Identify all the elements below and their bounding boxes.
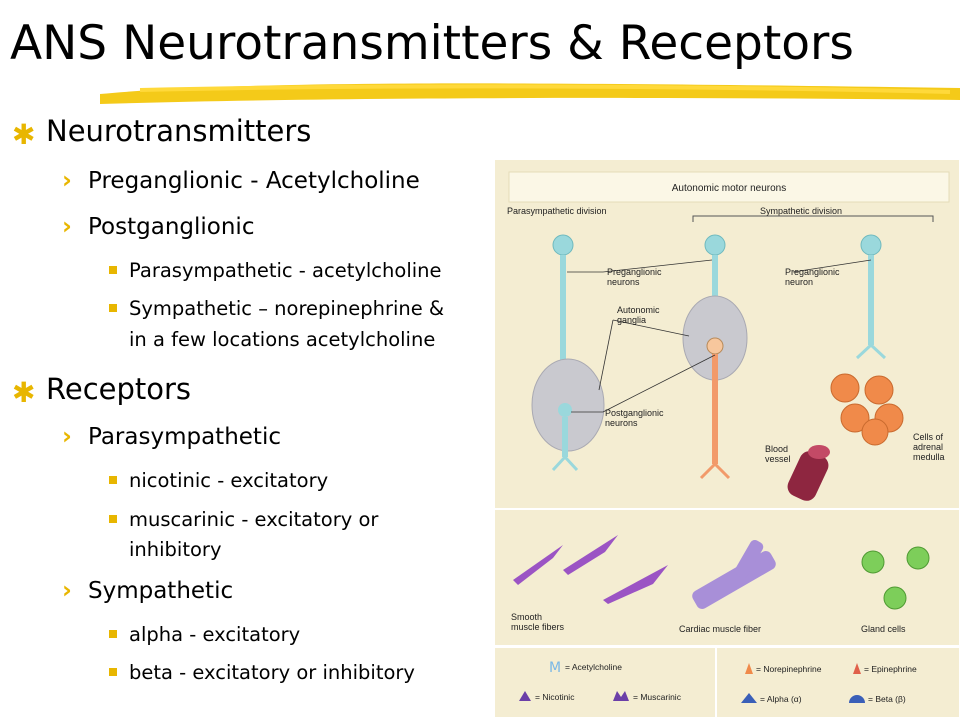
parasympathetic-pathway [531,234,605,472]
adrenal-medulla-label: Cells of adrenal medulla [913,432,946,462]
title-underline-decoration [100,83,960,104]
chevron-bullet-icon: › [62,212,72,240]
cardiac-muscle-label: Cardiac muscle fiber [679,624,761,634]
square-bullet-icon [109,515,117,523]
square-bullet-icon [109,304,117,312]
subitem-nicotinic: nicotinic - excitatory [129,469,329,492]
chevron-bullet-icon: › [62,422,72,450]
legend-muscarinic: = Muscarinic [633,692,682,702]
section-heading-receptors: Receptors [46,372,192,406]
blood-vessel [787,445,830,501]
square-bullet-icon [109,630,117,638]
ans-diagram: Autonomic motor neurons Parasympathetic … [493,160,959,717]
diagram-header: Autonomic motor neurons [672,183,787,194]
legend-beta: = Beta (β) [868,694,906,704]
item-preganglionic: Preganglionic - Acetylcholine [88,168,420,194]
gland-cells-label: Gland cells [861,624,906,634]
asterisk-bullet-icon: ✱ [12,118,36,151]
preganglionic-neuron-label: Preganglionic neuron [785,267,842,287]
subitem-muscarinic-cont: inhibitory [129,538,222,561]
leader-lines [567,259,872,413]
alpha-icon [741,693,757,703]
subitem-muscarinic: muscarinic - excitatory or [129,508,379,531]
gland-cells [861,546,930,610]
panel-border [493,160,495,717]
item-parasympathetic: Parasympathetic [88,424,281,450]
diagram-legend: M = Acetylcholine = Nicotinic = Muscarin… [519,660,917,704]
sympathetic-bracket [692,215,934,222]
chevron-bullet-icon: › [62,166,72,194]
smooth-muscle-fibers [513,535,668,604]
legend-epinephrine: = Epinephrine [864,664,917,674]
panel-divider [493,508,959,510]
beta-icon [849,695,865,703]
legend-nicotinic: = Nicotinic [535,692,575,702]
legend-alpha: = Alpha (α) [760,694,802,704]
acetylcholine-icon: M [549,660,561,676]
legend-acetylcholine: = Acetylcholine [565,662,622,672]
sympathetic-pathway-2 [855,234,887,360]
legend-divider [715,648,717,717]
chevron-bullet-icon: › [62,576,72,604]
sympathetic-pathway-1 [682,234,748,480]
diagram-header-box [508,171,950,203]
preganglionic-neurons-label: Preganglionic neurons [607,267,664,287]
item-sympathetic: Sympathetic [88,578,234,604]
postganglionic-neurons-label: Postganglionic neurons [605,408,666,428]
section-heading-neurotransmitters: Neurotransmitters [46,114,312,148]
epinephrine-icon [853,663,861,674]
muscarinic-icon [613,691,629,701]
adrenal-medulla-cells [830,373,904,446]
slide-title: ANS Neurotransmitters & Receptors [10,16,854,71]
subitem-sympathetic-ne-cont: in a few locations acetylcholine [129,328,436,351]
sympathetic-division-label: Sympathetic division [760,206,842,216]
autonomic-ganglia-label: Autonomic ganglia [617,305,662,325]
parasympathetic-division-label: Parasympathetic division [507,206,607,216]
subitem-beta: beta - excitatory or inhibitory [129,661,415,684]
subitem-parasympathetic-ach: Parasympathetic - acetylcholine [129,259,442,282]
subitem-sympathetic-ne: Sympathetic – norepinephrine & [129,297,445,320]
asterisk-bullet-icon: ✱ [12,376,36,409]
item-postganglionic: Postganglionic [88,214,255,240]
legend-norepinephrine: = Norepinephrine [756,664,822,674]
cardiac-muscle-fiber [692,540,776,609]
smooth-muscle-label: Smooth muscle fibers [511,612,565,632]
square-bullet-icon [109,476,117,484]
subitem-alpha: alpha - excitatory [129,623,301,646]
blood-vessel-label: Blood vessel [765,444,791,464]
norepinephrine-icon [745,663,753,674]
panel-divider [493,645,959,648]
square-bullet-icon [109,266,117,274]
nicotinic-icon [519,691,531,701]
square-bullet-icon [109,668,117,676]
